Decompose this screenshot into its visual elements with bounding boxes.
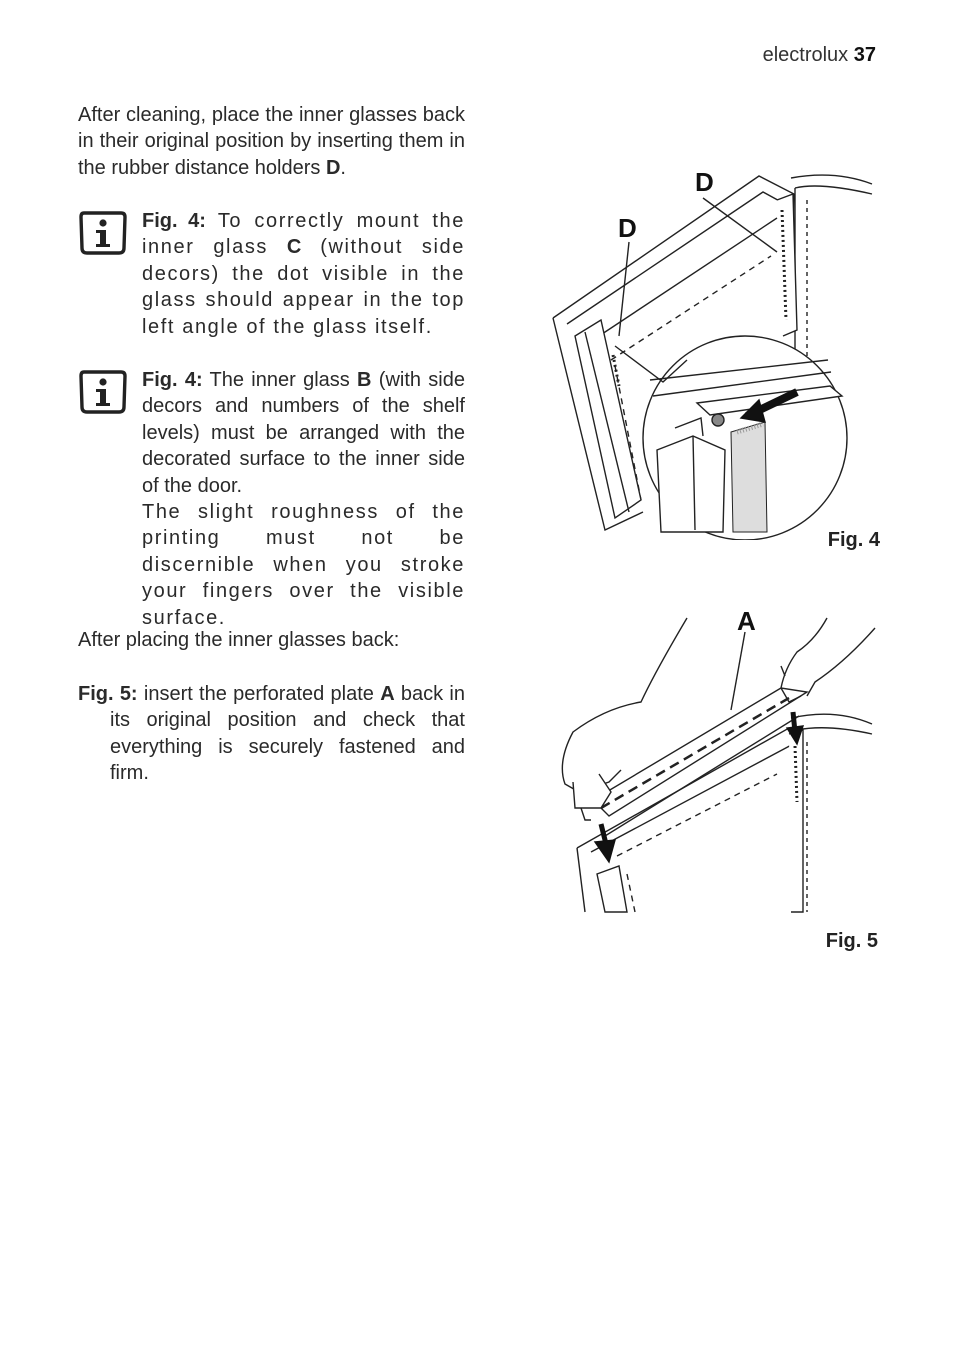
fig5-instruction: Fig. 5: insert the perforated plate A ba… (78, 683, 465, 785)
label-d-lower: D (618, 213, 637, 243)
note-continuation: The slight roughness of the printing mus… (142, 501, 465, 629)
figure-4-illustration: D D (552, 167, 873, 540)
brand-name: electrolux (762, 44, 849, 66)
label-d-upper: D (695, 167, 714, 197)
page-number: 37 (853, 44, 876, 66)
fig-ref: Fig. 4: (142, 210, 206, 232)
fig-ref: Fig. 4: (142, 369, 203, 391)
info-note-1: Fig. 4: To correctly mount the inner gla… (78, 208, 465, 340)
label-a: A (737, 612, 756, 636)
info-note-2: Fig. 4: The inner glass B (with side dec… (78, 367, 465, 631)
info-icon (79, 211, 127, 255)
figure-4-caption: Fig. 4 (827, 529, 880, 551)
info-icon (79, 370, 127, 414)
placing-back-heading: After placing the inner glasses back: (78, 629, 400, 651)
figure-5-illustration: A (561, 612, 876, 913)
figure-5-caption: Fig. 5 (825, 930, 878, 952)
intro-paragraph: After cleaning, place the inner glasses … (78, 104, 465, 179)
page-header: electrolux 37 (763, 44, 876, 67)
